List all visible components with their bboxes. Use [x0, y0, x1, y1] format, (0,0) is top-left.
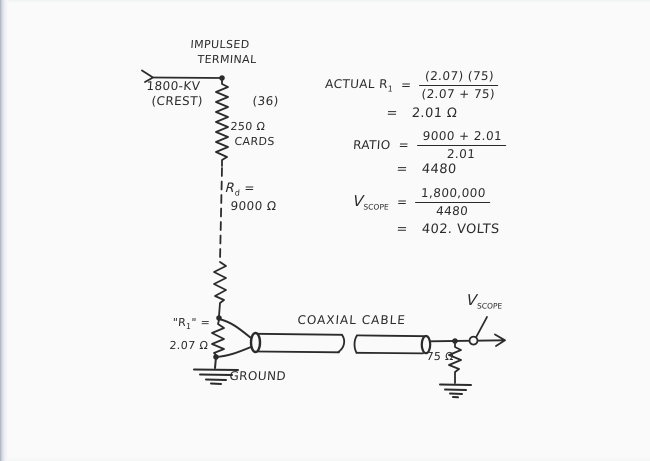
- scope-arrow: [494, 333, 506, 347]
- calc-actual-r1-result: = 2.01 Ω: [386, 106, 458, 121]
- coax-cable-segment-1: [249, 331, 346, 354]
- ground-symbol-left: [193, 356, 239, 385]
- ground-symbol-right: [439, 383, 472, 399]
- calc-ratio-equation: RATIO = 9000 + 2.01 2.01: [352, 129, 508, 161]
- terminal-junction-dot: [219, 75, 225, 81]
- calc-ratio-result: = 4480: [396, 162, 458, 177]
- rd-resistor-symbol: [213, 261, 227, 317]
- r1-resistor-symbol: [211, 319, 225, 357]
- calc-actual-r1-fraction: (2.07) (75) (2.07 + 75): [418, 69, 500, 101]
- calc-ratio-fraction: 9000 + 2.01 2.01: [416, 129, 508, 161]
- stack-type-label: CARDS: [234, 135, 276, 148]
- r1-name-label: "R1" =: [172, 316, 211, 332]
- calc-vscope-lhs: VSCOPE: [352, 192, 389, 212]
- impulsed-terminal-label-line1: IMPULSED: [190, 38, 251, 51]
- stack-value-label: 250 Ω: [230, 120, 266, 133]
- stack-count-label: (36): [252, 94, 280, 108]
- resistor-stack-symbol: [215, 78, 229, 167]
- r1-value-label: 2.07 Ω: [169, 339, 209, 352]
- calc-vscope-equation: VSCOPE = 1,800,000 4480: [352, 186, 492, 218]
- coax-cable-segment-2: [353, 334, 432, 355]
- calc-vscope-result: = 402. VOLTS: [396, 222, 500, 237]
- coax-funnel: [215, 318, 252, 358]
- scope-tap-circle: [468, 335, 479, 346]
- scope-wire: [429, 333, 506, 347]
- scope-junction-dot: [452, 338, 458, 344]
- calc-vscope-fraction: 1,800,000 4480: [414, 186, 492, 218]
- r75-resistor-symbol: [448, 343, 462, 384]
- calc-actual-r1-lhs: ACTUAL R1: [324, 76, 394, 93]
- rd-dashed-wire: [219, 167, 223, 262]
- vscope-pointer-line: [475, 316, 488, 338]
- rd-value-label: 9000 Ω: [230, 199, 277, 213]
- scan-edge-shadow: [0, 0, 8, 461]
- rd-name-label: Rd =: [225, 181, 256, 198]
- ground-label: GROUND: [229, 369, 287, 383]
- r75-value-label: 75 Ω: [426, 350, 455, 363]
- coax-cable-label: COAXIAL CABLE: [297, 313, 407, 327]
- source-note-label: (CREST): [151, 94, 204, 108]
- impulse-wire: [141, 69, 223, 83]
- calc-actual-r1-equation: ACTUAL R1 = (2.07) (75) (2.07 + 75): [324, 69, 500, 101]
- vscope-label: VSCOPE: [466, 291, 503, 311]
- impulsed-terminal-label-line2: TERMINAL: [197, 53, 258, 66]
- source-value-label: 1800-KV: [146, 79, 201, 93]
